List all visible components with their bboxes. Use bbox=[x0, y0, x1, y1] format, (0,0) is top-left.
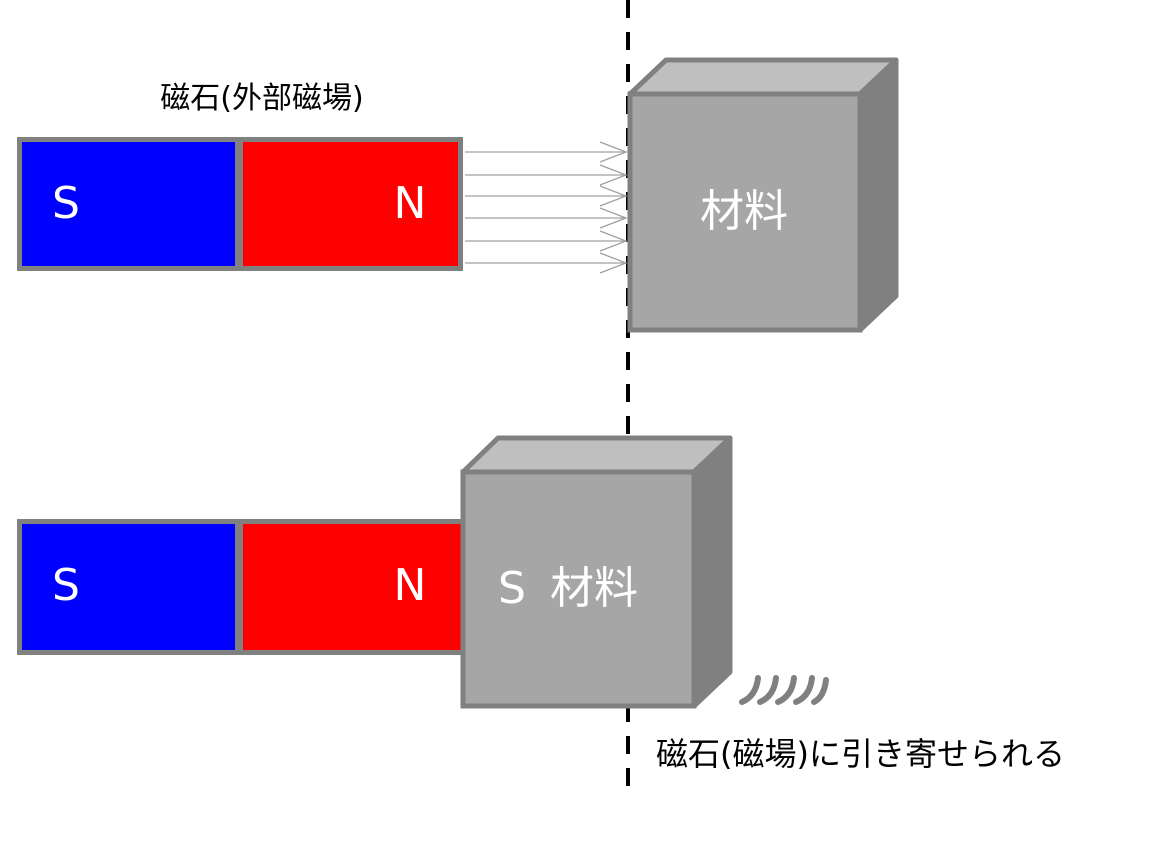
top-material-cube: 材料 bbox=[627, 57, 899, 333]
top-magnet-north-pole bbox=[243, 142, 458, 266]
attraction-motion-marks bbox=[739, 675, 829, 705]
bottom-magnet-south-label: S bbox=[52, 560, 80, 611]
top-magnet: S N bbox=[17, 137, 463, 271]
top-magnet-south-label: S bbox=[52, 178, 80, 229]
bottom-magnet-north-pole bbox=[243, 524, 465, 650]
top-material-label: 材料 bbox=[700, 186, 788, 237]
bottom-magnet-north-label: N bbox=[394, 560, 427, 611]
bottom-cube-top-face bbox=[460, 435, 733, 475]
top-magnet-south-pole bbox=[22, 142, 235, 266]
bottom-material-cube: S 材料 bbox=[460, 435, 733, 709]
bottom-material-pole-label: S bbox=[498, 563, 526, 614]
bottom-magnet-south-pole bbox=[22, 524, 235, 650]
top-cube-side-face bbox=[857, 57, 899, 333]
field-lines bbox=[465, 141, 628, 274]
bottom-material-label: 材料 bbox=[550, 563, 638, 614]
top-cube-top-face bbox=[627, 57, 899, 97]
top-magnet-north-label: N bbox=[394, 178, 427, 229]
bottom-magnet: S N bbox=[17, 519, 467, 655]
bottom-cube-front-face bbox=[460, 469, 697, 709]
attraction-caption: 磁石(磁場)に引き寄せられる bbox=[656, 735, 1065, 773]
bottom-cube-side-face bbox=[691, 435, 733, 709]
external-field-label: 磁石(外部磁場) bbox=[160, 81, 363, 116]
top-cube-front-face bbox=[627, 91, 863, 333]
